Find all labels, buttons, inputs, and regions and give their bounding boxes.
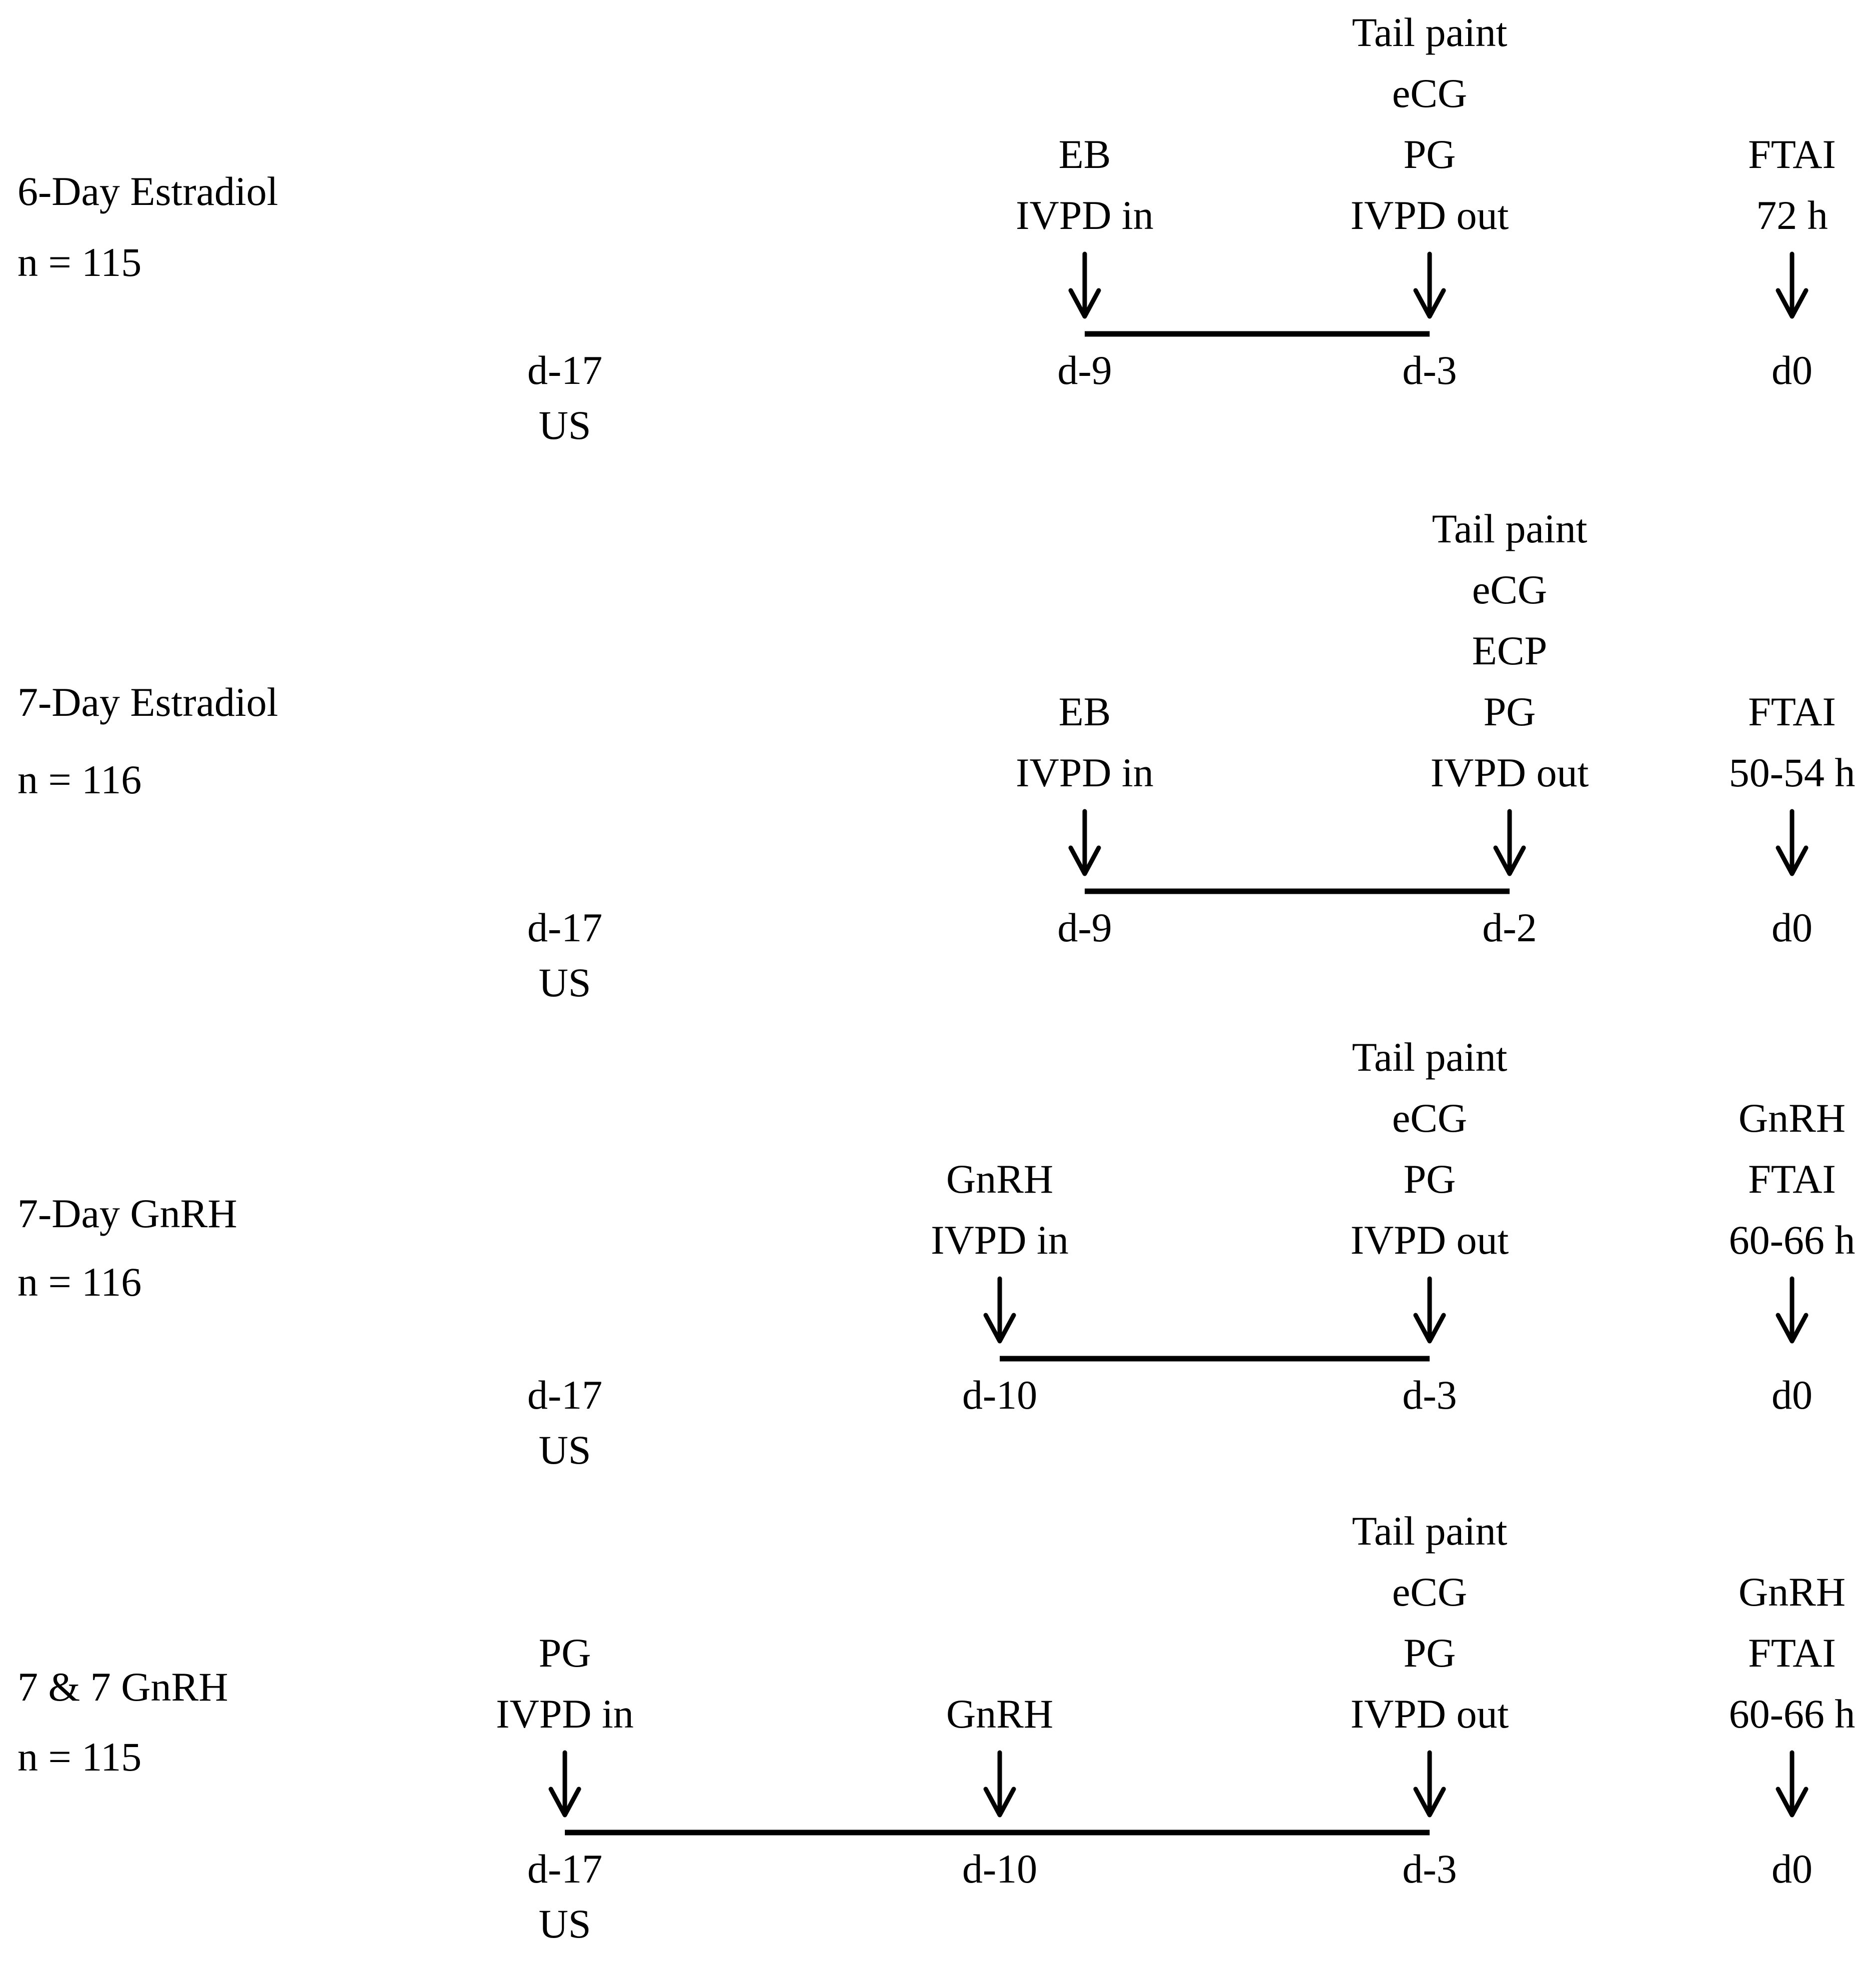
treatment-label: eCG bbox=[1392, 1569, 1467, 1615]
treatment-label: FTAI bbox=[1748, 1156, 1836, 1202]
protocol-sample-size: n = 115 bbox=[17, 1734, 141, 1780]
treatment-label: Tail paint bbox=[1432, 506, 1588, 551]
day-label: d-10 bbox=[962, 1846, 1037, 1892]
down-arrow-icon bbox=[1068, 809, 1101, 876]
treatment-label: IVPD out bbox=[1431, 750, 1589, 795]
down-arrow-icon bbox=[548, 1750, 581, 1818]
down-arrow-icon bbox=[1776, 809, 1809, 876]
treatment-label: 50-54 h bbox=[1729, 750, 1856, 795]
treatment-label: 60-66 h bbox=[1729, 1691, 1856, 1737]
day-label: d0 bbox=[1772, 1846, 1813, 1892]
treatment-label: PG bbox=[1484, 689, 1536, 734]
treatment-label: PG bbox=[1404, 1630, 1456, 1676]
treatment-label: 60-66 h bbox=[1729, 1217, 1856, 1263]
down-arrow-icon bbox=[983, 1750, 1016, 1818]
treatment-label: eCG bbox=[1392, 1095, 1467, 1141]
treatment-label: IVPD out bbox=[1351, 1691, 1509, 1737]
down-arrow-icon bbox=[983, 1276, 1016, 1344]
treatment-label: 72 h bbox=[1756, 192, 1828, 238]
treatment-label: GnRH bbox=[1739, 1569, 1846, 1615]
treatment-label: ECP bbox=[1472, 628, 1547, 673]
down-arrow-icon bbox=[1493, 809, 1526, 876]
protocol-name: 7-Day Estradiol bbox=[17, 679, 278, 725]
day-label: d-3 bbox=[1402, 1846, 1457, 1892]
protocol-sample-size: n = 115 bbox=[17, 239, 141, 285]
treatment-label: IVPD out bbox=[1351, 1217, 1509, 1263]
treatment-label: Tail paint bbox=[1352, 1034, 1508, 1080]
treatment-label: PG bbox=[539, 1630, 591, 1676]
treatment-label: GnRH bbox=[946, 1691, 1053, 1737]
down-arrow-icon bbox=[1413, 251, 1446, 319]
day-label: d0 bbox=[1772, 1372, 1813, 1418]
treatment-label: IVPD in bbox=[1016, 192, 1154, 238]
day-sublabel: US bbox=[539, 1427, 591, 1473]
day-label: d0 bbox=[1772, 905, 1813, 950]
treatment-label: GnRH bbox=[946, 1156, 1053, 1202]
down-arrow-icon bbox=[1776, 1276, 1809, 1344]
treatment-label: Tail paint bbox=[1352, 1508, 1508, 1554]
day-sublabel: US bbox=[539, 1901, 591, 1947]
day-label: d-17 bbox=[527, 905, 602, 950]
treatment-label: IVPD in bbox=[931, 1217, 1069, 1263]
protocol-sample-size: n = 116 bbox=[17, 1259, 141, 1305]
down-arrow-icon bbox=[1413, 1750, 1446, 1818]
down-arrow-icon bbox=[1068, 251, 1101, 319]
day-sublabel: US bbox=[539, 960, 591, 1005]
down-arrow-icon bbox=[1413, 1276, 1446, 1344]
day-label: d-3 bbox=[1402, 1372, 1457, 1418]
day-label: d-2 bbox=[1482, 905, 1537, 950]
day-sublabel: US bbox=[539, 402, 591, 448]
treatment-label: FTAI bbox=[1748, 689, 1836, 734]
treatment-label: EB bbox=[1059, 131, 1111, 177]
day-label: d-3 bbox=[1402, 347, 1457, 393]
day-label: d-9 bbox=[1057, 347, 1112, 393]
treatment-label: eCG bbox=[1392, 70, 1467, 116]
treatment-label: eCG bbox=[1472, 567, 1547, 612]
treatment-label: PG bbox=[1404, 1156, 1456, 1202]
treatment-label: IVPD in bbox=[1016, 750, 1154, 795]
treatment-label: IVPD out bbox=[1351, 192, 1509, 238]
day-label: d-17 bbox=[527, 347, 602, 393]
treatment-label: PG bbox=[1404, 131, 1456, 177]
day-label: d0 bbox=[1772, 347, 1813, 393]
day-label: d-17 bbox=[527, 1372, 602, 1418]
protocol-name: 7-Day GnRH bbox=[17, 1191, 237, 1236]
down-arrow-icon bbox=[1776, 1750, 1809, 1818]
treatment-label: EB bbox=[1059, 689, 1111, 734]
day-label: d-17 bbox=[527, 1846, 602, 1892]
treatment-label: IVPD in bbox=[496, 1691, 634, 1737]
day-label: d-9 bbox=[1057, 905, 1112, 950]
day-label: d-10 bbox=[962, 1372, 1037, 1418]
treatment-label: FTAI bbox=[1748, 131, 1836, 177]
treatment-label: FTAI bbox=[1748, 1630, 1836, 1676]
treatment-label: Tail paint bbox=[1352, 9, 1508, 55]
protocol-sample-size: n = 116 bbox=[17, 757, 141, 802]
treatment-label: GnRH bbox=[1739, 1095, 1846, 1141]
protocol-name: 6-Day Estradiol bbox=[17, 168, 278, 214]
down-arrow-icon bbox=[1776, 251, 1809, 319]
protocol-name: 7 & 7 GnRH bbox=[17, 1664, 228, 1710]
